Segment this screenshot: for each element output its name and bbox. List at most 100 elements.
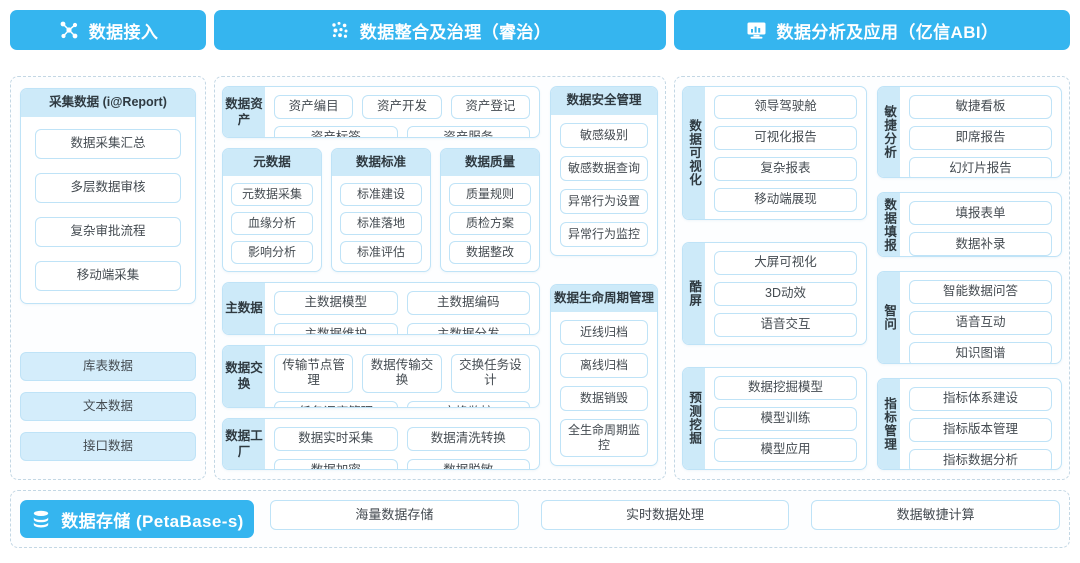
list-item[interactable]: 3D动效 [714, 281, 857, 306]
list-item[interactable]: 语音互动 [909, 311, 1052, 336]
list-item[interactable]: 资产标签 [274, 126, 398, 137]
list-item[interactable]: 数据传输交换 [362, 353, 442, 393]
card-title: 数据安全管理 [551, 87, 657, 115]
storage-header[interactable]: 数据存储 (PetaBase-s) [20, 500, 254, 538]
govern-main-column: 数据资产 资产编目 资产开发 资产登记 资产标签 资产服务 元数据 [222, 86, 540, 471]
list-item[interactable]: 幻灯片报告 [909, 157, 1052, 178]
list-item[interactable]: 敏感数据查询 [560, 155, 648, 181]
list-item[interactable]: 异常行为设置 [560, 188, 648, 214]
list-item[interactable]: 数据实时采集 [274, 426, 398, 451]
group-body: 资产编目 资产开发 资产登记 资产标签 资产服务 [265, 87, 539, 137]
list-item[interactable]: 数据清洗转换 [406, 426, 530, 451]
group-row: 资产标签 资产服务 [274, 126, 530, 137]
list-item[interactable]: 传输节点管理 [274, 353, 354, 393]
collect-data-body: 数据采集汇总 多层数据审核 复杂审批流程 移动端采集 [21, 117, 195, 303]
list-item[interactable]: 实时数据处理 [540, 500, 790, 530]
ingest-column: 数据接入 [10, 10, 206, 50]
list-item[interactable]: 离线归档 [560, 353, 648, 379]
list-item[interactable]: 数据敏捷计算 [811, 500, 1061, 530]
data-source-list: 库表数据 文本数据 接口数据 [20, 352, 196, 461]
ingest-header[interactable]: 数据接入 [10, 10, 206, 50]
group-label: 数据交换 [223, 345, 265, 407]
collect-data-card: 采集数据 (i@Report) 数据采集汇总 多层数据审核 复杂审批流程 移动端… [20, 88, 196, 304]
list-item[interactable]: 主数据模型 [274, 291, 398, 316]
list-item[interactable]: 数据加密 [274, 458, 398, 470]
list-item[interactable]: 海量数据存储 [270, 500, 519, 530]
list-item[interactable]: 领导驾驶舱 [714, 95, 857, 119]
analyze-header[interactable]: 数据分析及应用（亿信ABI） [674, 10, 1070, 50]
list-item[interactable]: 模型训练 [714, 406, 857, 431]
list-item[interactable]: 可视化报告 [714, 126, 857, 150]
analyze-column: 数据分析及应用（亿信ABI） [674, 10, 1070, 50]
list-item[interactable]: 数据挖掘模型 [714, 375, 857, 400]
list-item[interactable]: 指标版本管理 [909, 417, 1052, 442]
monitor-chart-icon [746, 19, 768, 41]
list-item[interactable]: 敏感级别 [560, 122, 648, 148]
list-item[interactable]: 文本数据 [20, 392, 196, 421]
group-label: 预测挖掘 [683, 367, 705, 469]
list-item[interactable]: 数据补录 [909, 232, 1052, 257]
list-item[interactable]: 语音交互 [714, 312, 857, 337]
group-row: 主数据模型 主数据编码 [274, 291, 530, 316]
list-item[interactable]: 主数据维护 [274, 323, 398, 334]
list-item[interactable]: 敏捷看板 [909, 95, 1052, 119]
card-body: 敏感级别 敏感数据查询 异常行为设置 异常行为监控 [551, 115, 657, 255]
list-item[interactable]: 多层数据审核 [35, 172, 181, 203]
analyze-column-b: 敏捷分析 敏捷看板 即席报告 幻灯片报告 数据填报 填报表单 数据补录 智问 智… [877, 86, 1062, 470]
list-item[interactable]: 数据采集汇总 [35, 128, 181, 159]
group-body: 填报表单 数据补录 [900, 193, 1061, 257]
list-item[interactable]: 主数据分发 [406, 323, 530, 334]
list-item[interactable]: 指标数据分析 [909, 448, 1052, 469]
group-row: 任务调度管理 交换监控 [274, 400, 530, 407]
list-item[interactable]: 元数据采集 [231, 183, 313, 207]
list-item[interactable]: 交换监控 [406, 400, 530, 407]
card-body: 元数据采集 血缘分析 影响分析 [223, 176, 321, 271]
group-body: 传输节点管理 数据传输交换 交换任务设计 任务调度管理 交换监控 [265, 346, 539, 407]
list-item[interactable]: 数据销毁 [560, 386, 648, 412]
list-item[interactable]: 质量规则 [449, 183, 531, 207]
list-item[interactable]: 模型应用 [714, 437, 857, 462]
list-item[interactable]: 指标体系建设 [909, 386, 1052, 411]
analyze-column-a: 数据可视化 领导驾驶舱 可视化报告 复杂报表 移动端展现 酷屏 大屏可视化 3D… [682, 86, 867, 470]
list-item[interactable]: 标准评估 [340, 241, 422, 265]
list-item[interactable]: 任务调度管理 [274, 400, 398, 407]
group-master-data: 主数据 主数据模型 主数据编码 主数据维护 主数据分发 [222, 282, 540, 335]
group-label: 指标管理 [878, 378, 900, 469]
list-item[interactable]: 质检方案 [449, 212, 531, 236]
list-item[interactable]: 填报表单 [909, 201, 1052, 226]
list-item[interactable]: 大屏可视化 [714, 250, 857, 275]
list-item[interactable]: 资产开发 [362, 95, 442, 119]
list-item[interactable]: 智能数据问答 [909, 280, 1052, 305]
govern-header[interactable]: 数据整合及治理（睿治） [214, 10, 666, 50]
list-item[interactable]: 异常行为监控 [560, 221, 648, 247]
group-smart-qa: 智问 智能数据问答 语音互动 知识图谱 [877, 271, 1062, 364]
list-item[interactable]: 影响分析 [231, 241, 313, 265]
group-label: 主数据 [223, 283, 265, 334]
list-item[interactable]: 血缘分析 [231, 212, 313, 236]
list-item[interactable]: 移动端采集 [35, 260, 181, 291]
card-title: 数据质量 [441, 148, 539, 177]
list-item[interactable]: 近线归档 [560, 320, 648, 346]
list-item[interactable]: 资产服务 [406, 126, 530, 137]
group-row: 数据加密 数据脱敏 [274, 458, 530, 470]
list-item[interactable]: 资产登记 [450, 95, 530, 119]
list-item[interactable]: 复杂审批流程 [35, 216, 181, 247]
list-item[interactable]: 交换任务设计 [450, 353, 530, 393]
list-item[interactable]: 全生命周期监控 [560, 419, 648, 458]
group-body: 大屏可视化 3D动效 语音交互 [705, 243, 866, 344]
list-item[interactable]: 数据脱敏 [406, 458, 530, 470]
ingest-header-label: 数据接入 [88, 22, 159, 42]
list-item[interactable]: 知识图谱 [909, 342, 1052, 363]
group-label: 数据填报 [878, 193, 900, 257]
list-item[interactable]: 标准落地 [340, 212, 422, 236]
list-item[interactable]: 标准建设 [340, 183, 422, 207]
list-item[interactable]: 复杂报表 [714, 157, 857, 181]
list-item[interactable]: 接口数据 [20, 432, 196, 461]
list-item[interactable]: 资产编目 [274, 95, 354, 119]
list-item[interactable]: 数据整改 [449, 241, 531, 265]
list-item[interactable]: 库表数据 [20, 352, 196, 381]
list-item[interactable]: 主数据编码 [406, 291, 530, 316]
list-item[interactable]: 即席报告 [909, 126, 1052, 150]
data-lifecycle-card: 数据生命周期管理 近线归档 离线归档 数据销毁 全生命周期监控 [550, 283, 658, 467]
list-item[interactable]: 移动端展现 [714, 188, 857, 212]
